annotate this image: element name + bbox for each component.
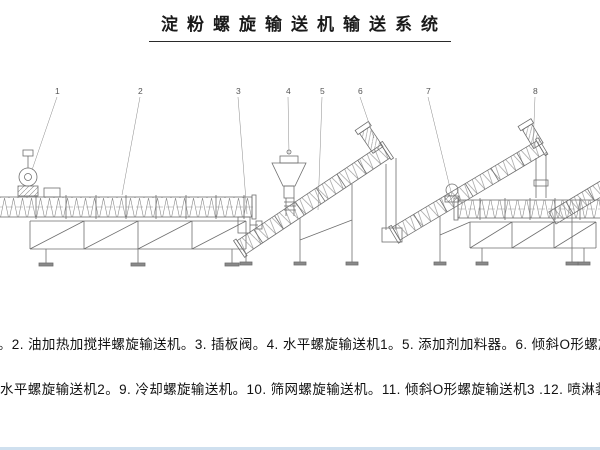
inlet-box (43, 187, 61, 198)
callout-7: 7 (426, 86, 431, 96)
callout-4: 4 (286, 86, 291, 96)
callout-1: 1 (55, 86, 60, 96)
callout-numbers: 1 2 3 4 5 6 7 8 (55, 86, 538, 96)
drawing-title: 淀粉螺旋输送机输送系统 (149, 10, 451, 42)
inclined-conveyor-3-partial (548, 175, 600, 266)
left-horizontal-conveyor (0, 149, 263, 234)
callout-6: 6 (358, 86, 363, 96)
inclined-conveyor-2 (388, 118, 549, 266)
left-truss (29, 220, 247, 267)
left-conveyor-motor (17, 149, 39, 197)
legend-line-2: 水平螺旋输送机2。9. 冷却螺旋输送机。10. 筛网螺旋输送机。11. 倾斜O形… (0, 382, 600, 397)
callout-8: 8 (533, 86, 538, 96)
callout-leaders (31, 96, 536, 215)
callout-2: 2 (138, 86, 143, 96)
title-wrap: 淀粉螺旋输送机输送系统 (0, 10, 600, 42)
inclined-conveyor-2-motor (517, 118, 544, 150)
right-truss (469, 221, 597, 266)
bottom-edge-strip (0, 447, 600, 450)
legend-line-1: 1。2. 油加热加搅拌螺旋输送机。3. 插板阀。4. 水平螺旋输送机1。5. 添… (0, 337, 600, 352)
callout-3: 3 (236, 86, 241, 96)
inclined-conveyor-1 (232, 120, 403, 266)
callout-5: 5 (320, 86, 325, 96)
inclined-conveyor-1-motor (354, 120, 384, 154)
